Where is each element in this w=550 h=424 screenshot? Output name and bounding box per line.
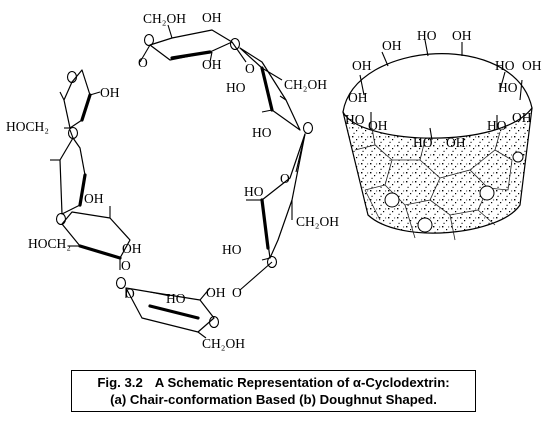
rim-label: OH [382, 38, 402, 53]
inner-label: OH [368, 118, 388, 133]
label-oh-left-upper: OH [100, 85, 120, 100]
cone-outline [342, 107, 533, 234]
glycosidic-oxygen-atoms [55, 33, 314, 329]
label-oh-bottom: OH [206, 285, 226, 300]
cavity-hole [479, 185, 495, 201]
rim-oh-bonds [359, 39, 523, 141]
rim-label: HO [495, 58, 515, 73]
glucose-unit-bottom: O [125, 286, 215, 339]
svg-text:O: O [138, 55, 148, 70]
inner-label: OH [446, 135, 466, 150]
svg-text:O: O [125, 286, 135, 301]
svg-text:O: O [232, 285, 242, 300]
label-hoch2-left: HOCH₂ [6, 119, 49, 134]
doughnut-structure: OH HO OH OH HO OH HO OH HO OH HO OH HO O… [342, 28, 542, 241]
caption-title: A Schematic Representation of α-Cyclodex… [154, 375, 450, 390]
figure-number: Fig. 3.2 [97, 375, 143, 390]
glucose-unit-upper-right [239, 47, 301, 131]
glucose-unit-left [50, 129, 87, 215]
label-ho-right-mid-2: HO [222, 242, 242, 257]
svg-text:O: O [121, 258, 131, 273]
label-hoch2-left-low: HOCH₂ [28, 236, 71, 251]
glucose-unit-top: O O [138, 24, 255, 76]
cavity-hole [512, 151, 524, 163]
inner-label: HO [487, 118, 507, 133]
inner-label: HO [345, 112, 365, 127]
rim-label: OH [352, 58, 372, 73]
label-ch2oh-right-upper: CH₂OH [284, 77, 327, 92]
glucose-unit-lower-right: O O [232, 133, 306, 300]
label-ch2oh-top: CH₂OH [143, 11, 186, 26]
glucose-unit-lower-left: O [61, 206, 131, 273]
label-ho-bottom: HO [166, 291, 186, 306]
cavity-hole [384, 192, 400, 208]
label-ho-right-upper: HO [226, 80, 246, 95]
caption-line-2: (a) Chair-conformation Based (b) Doughnu… [110, 392, 437, 407]
svg-text:O: O [245, 61, 255, 76]
label-oh-left-mid: OH [84, 191, 104, 206]
label-ch2oh-bottom: CH₂OH [202, 336, 245, 351]
rim-label: OH [452, 28, 472, 43]
caption-line-1: Fig. 3.2 A Schematic Representation of α-… [72, 374, 475, 391]
chair-conformation-structure: O O O [6, 10, 339, 351]
label-ho-right-mid: HO [244, 184, 264, 199]
rim-label: OH [522, 58, 542, 73]
svg-text:O: O [280, 171, 290, 186]
rim-label: HO [498, 80, 518, 95]
inner-label: HO [413, 135, 433, 150]
rim-label: HO [417, 28, 437, 43]
label-oh-left-low: OH [122, 241, 142, 256]
glucose-unit-upper-left [59, 69, 101, 129]
label-ho-right-upper-2: HO [252, 125, 272, 140]
cone-rim-back [342, 53, 533, 113]
label-oh-top-2: OH [202, 57, 222, 72]
label-ch2oh-right-mid: CH₂OH [296, 214, 339, 229]
label-oh-top: OH [202, 10, 222, 25]
inner-label: OH [512, 110, 532, 125]
cavity-hole [417, 217, 433, 233]
rim-label: OH [348, 90, 368, 105]
figure-caption: Fig. 3.2 A Schematic Representation of α-… [71, 370, 476, 412]
